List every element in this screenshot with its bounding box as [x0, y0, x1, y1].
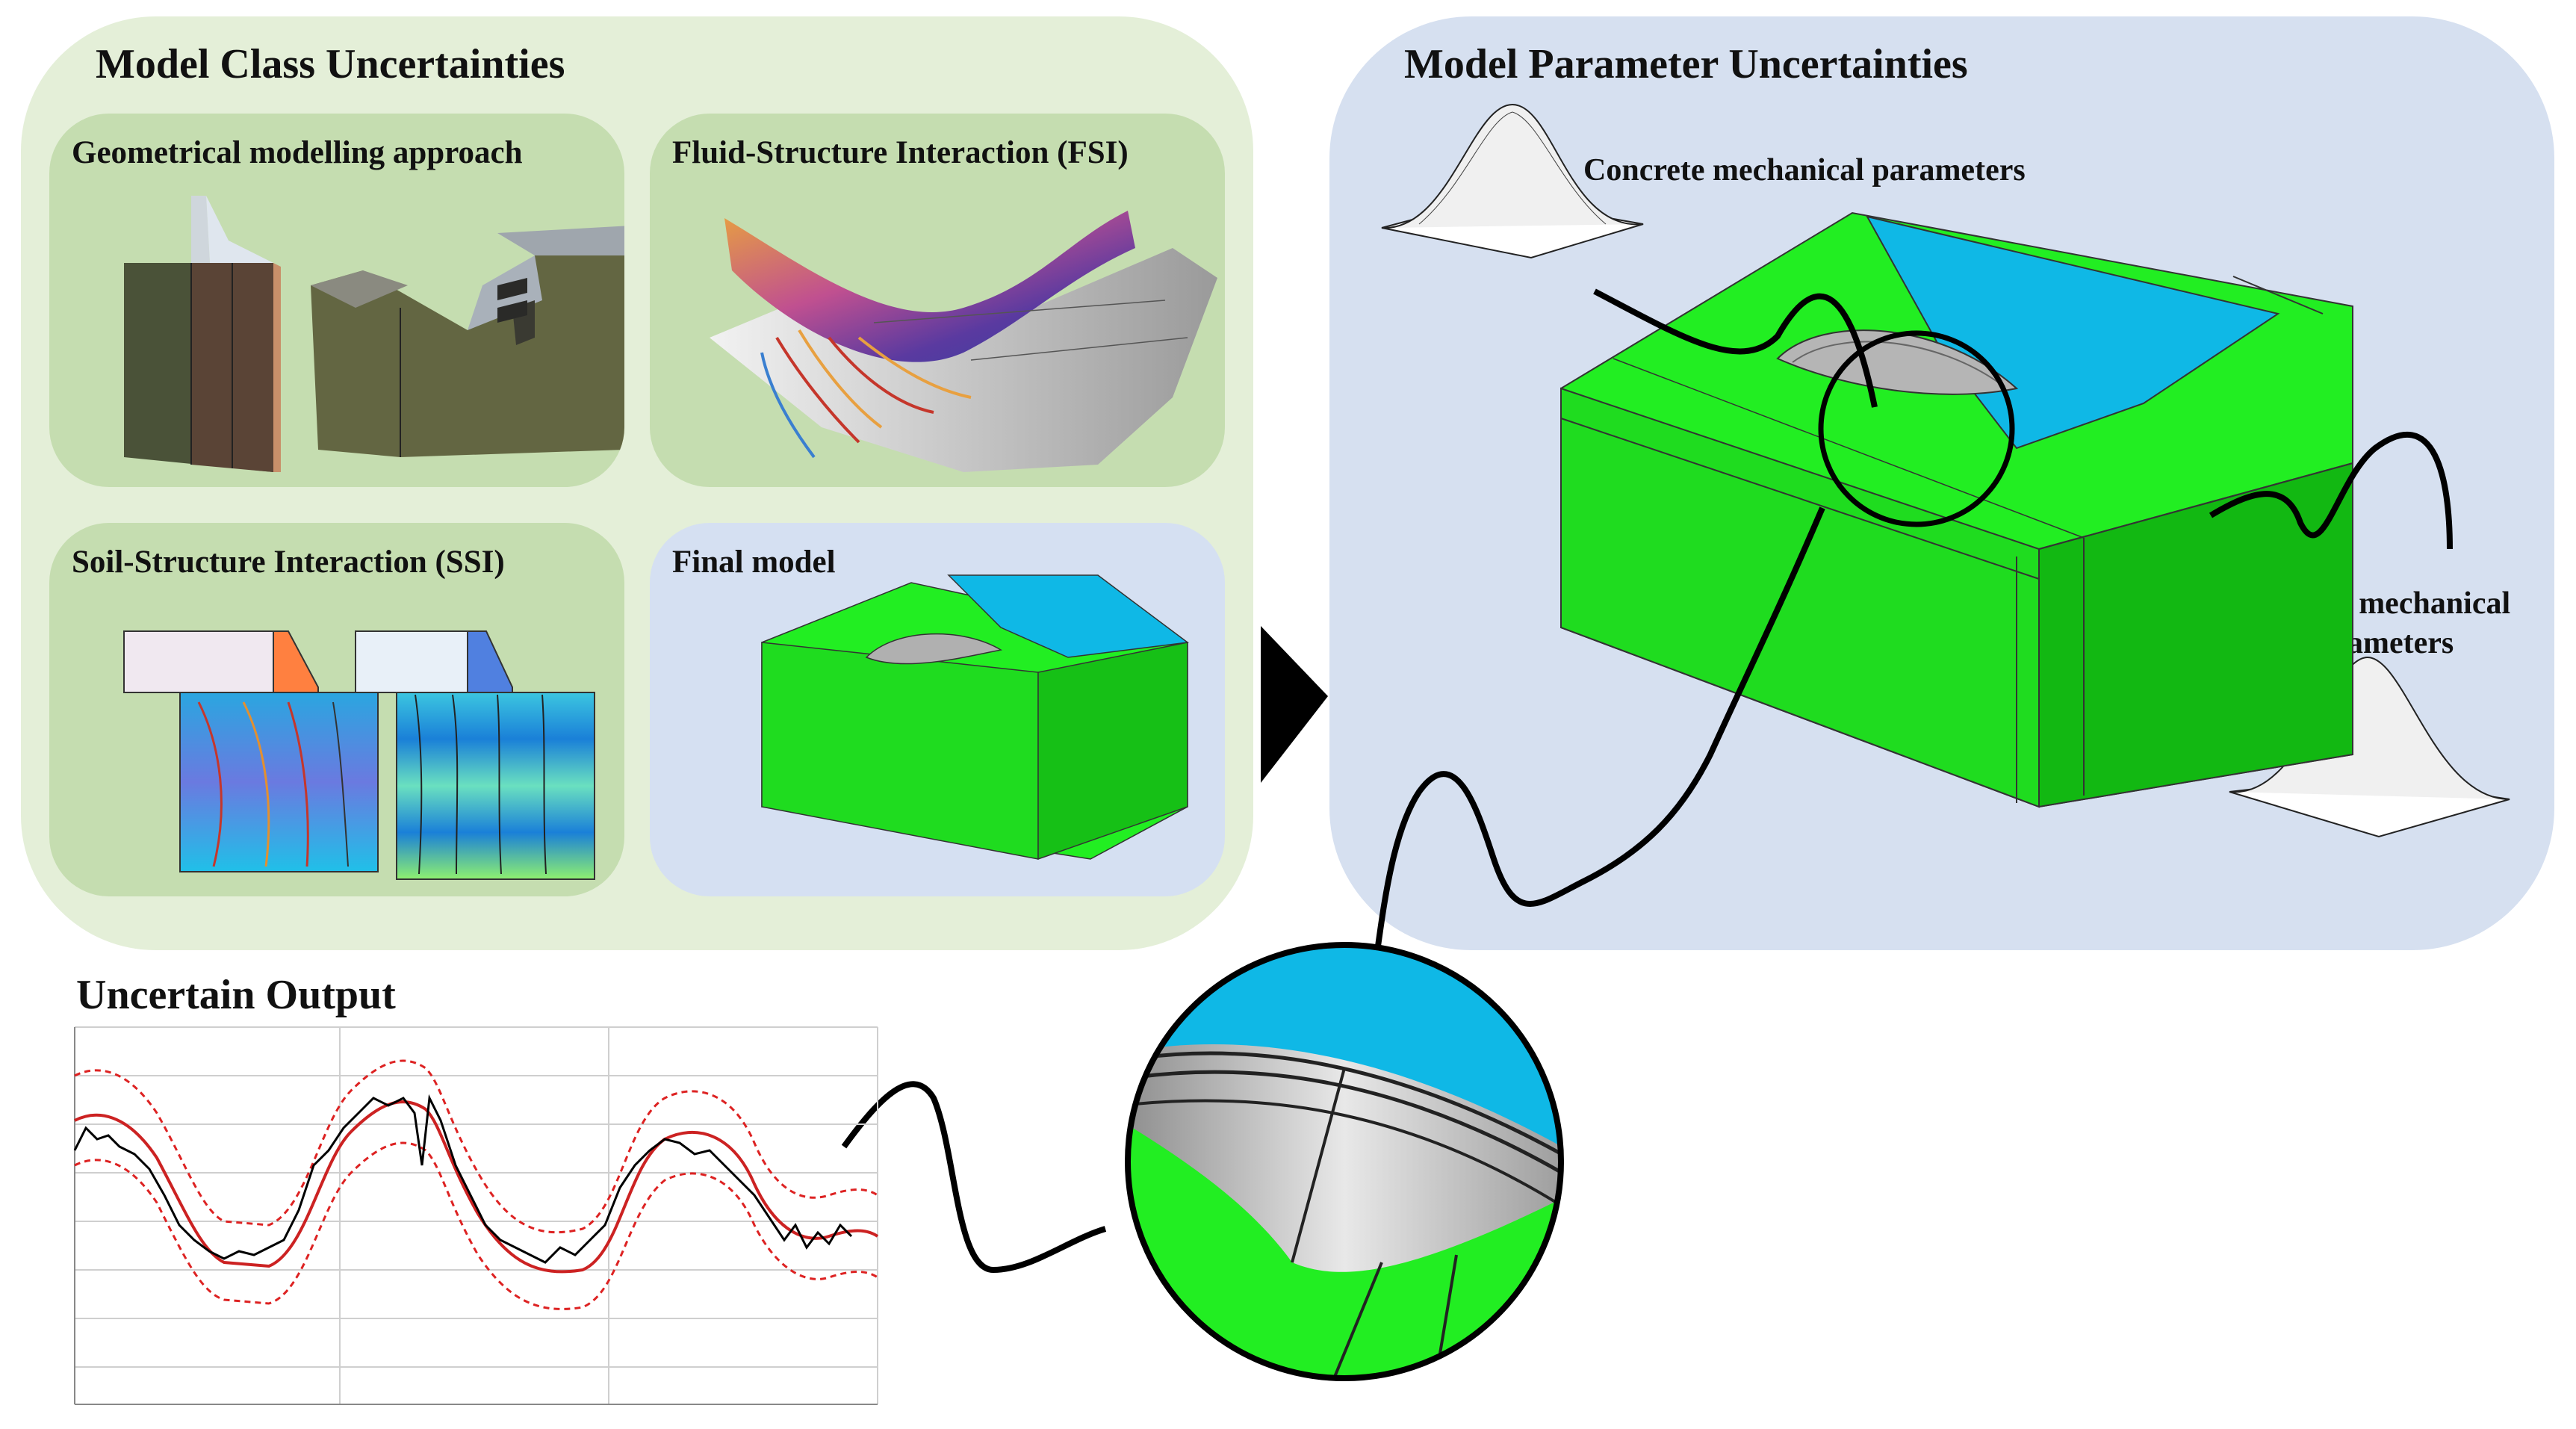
concrete-connector-line	[1593, 288, 1878, 408]
final-model-title: Final model	[672, 545, 836, 580]
model-class-title: Model Class Uncertainties	[96, 41, 565, 87]
fsi-title: Fluid-Structure Interaction (FSI)	[672, 135, 1129, 170]
output-title: Uncertain Output	[76, 972, 396, 1018]
geometric-modelling-box: Geometrical modelling approach	[49, 114, 624, 487]
concrete-distribution-icon	[1381, 103, 1644, 259]
zoom-target-circle	[1818, 330, 2015, 527]
model-parameter-title: Model Parameter Uncertainties	[1404, 41, 1968, 87]
output-connector-line	[841, 1081, 1107, 1274]
ssi-title: Soil-Structure Interaction (SSI)	[72, 545, 505, 580]
concrete-parameters-label: Concrete mechanical parameters	[1583, 153, 2026, 187]
fsi-illustration	[710, 211, 1217, 472]
zoom-connector-line	[1371, 506, 1825, 972]
geometric-models-illustration	[124, 196, 624, 472]
dam-3d-model	[1560, 211, 2353, 808]
model-class-panel: Model Class Uncertainties Geometrical mo…	[21, 16, 1253, 950]
ssi-illustration	[123, 630, 595, 880]
ssi-box: Soil-Structure Interaction (SSI)	[49, 523, 624, 896]
final-model-illustration	[761, 574, 1189, 861]
geometric-modelling-title: Geometrical modelling approach	[72, 135, 523, 170]
final-model-box: Final model	[650, 523, 1225, 896]
fsi-box: Fluid-Structure Interaction (FSI)	[650, 114, 1225, 487]
soil-connector-line	[2209, 431, 2453, 550]
